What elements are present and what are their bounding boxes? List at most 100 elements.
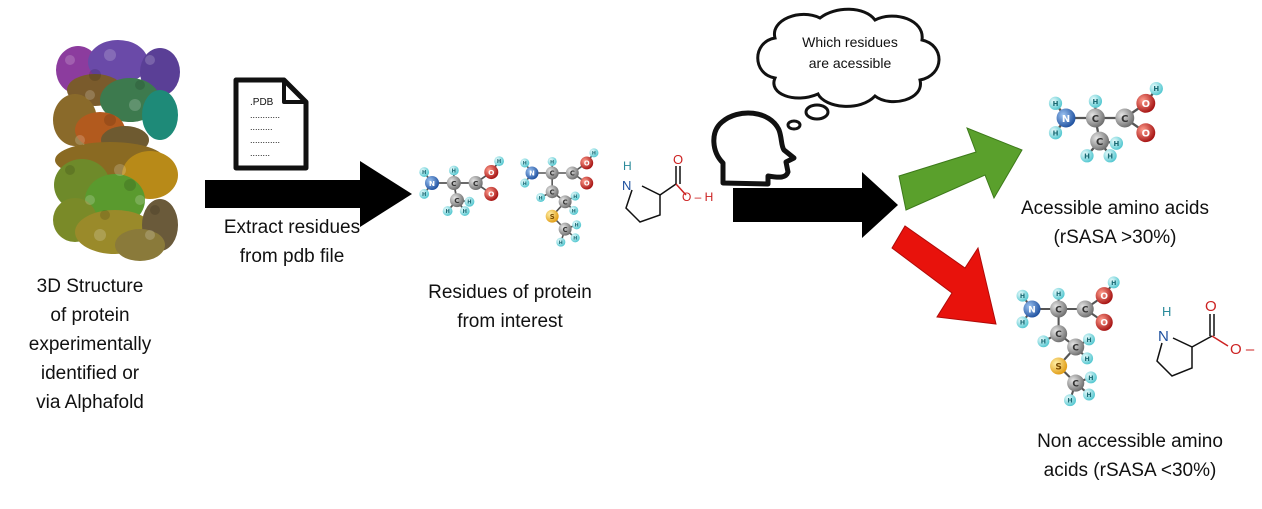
structure-caption-line: experimentally <box>28 334 152 355</box>
atom-C <box>446 175 461 191</box>
atom-label-H: H <box>523 161 527 167</box>
atom-label-H: H <box>573 236 577 242</box>
atom-label-H: H <box>463 209 467 215</box>
atom-label-C: C <box>550 170 555 178</box>
atom-label-H: H <box>1107 152 1113 160</box>
atom-O <box>1136 93 1156 113</box>
atom-H <box>1064 394 1076 407</box>
non-accessible-caption: Non accessible amino acids (rSASA <30%) <box>1005 427 1255 485</box>
proline-2-n: N <box>1158 328 1169 345</box>
atom-label-H: H <box>1053 129 1059 137</box>
atom-H <box>1048 126 1063 140</box>
atom-label-O: O <box>1100 292 1108 302</box>
residues-caption-line: Residues of protein <box>428 282 592 303</box>
atom-H <box>536 192 546 203</box>
atom-label-H: H <box>1041 339 1046 346</box>
atom-label-H: H <box>1084 356 1089 363</box>
atom-H <box>1048 96 1063 110</box>
atom-O <box>1095 287 1113 305</box>
atom-N <box>1056 108 1076 128</box>
pdb-file-dots-1: ............ <box>250 110 280 120</box>
atom-label-H: H <box>445 209 449 215</box>
atom-label-C: C <box>563 226 568 234</box>
atom-label-C: C <box>1082 305 1089 315</box>
atom-label-H: H <box>1153 85 1159 93</box>
atom-N <box>424 175 440 191</box>
atom-S <box>545 209 559 223</box>
pdb-file-dots-3: ............ <box>250 135 280 145</box>
atom-label-H: H <box>1086 337 1091 344</box>
atom-label-N: N <box>1028 305 1036 315</box>
atom-label-S: S <box>1055 362 1061 372</box>
atom-H <box>1080 149 1094 163</box>
proline-2-ominus: O – <box>1230 341 1255 358</box>
atom-label-N: N <box>1062 114 1070 125</box>
atom-label-S: S <box>550 213 555 221</box>
thought-bubble <box>756 7 941 131</box>
atom-S <box>1050 357 1068 375</box>
accessible-caption-line: Acessible amino acids <box>1021 198 1209 219</box>
atom-H <box>1016 316 1029 329</box>
atom-label-N: N <box>529 170 535 178</box>
atom-C <box>468 175 483 191</box>
atom-H <box>1149 81 1163 96</box>
atom-N <box>1023 300 1041 318</box>
atom-label-H: H <box>550 159 554 165</box>
atom-label-C: C <box>473 179 478 188</box>
atom-label-C: C <box>1096 137 1103 148</box>
atom-H <box>459 206 470 216</box>
atom-label-H: H <box>523 181 527 187</box>
atom-label-O: O <box>1142 99 1150 110</box>
atom-H <box>464 196 475 207</box>
atom-H <box>520 158 530 168</box>
atom-H <box>1083 388 1095 401</box>
atom-C <box>1090 131 1110 151</box>
non-accessible-caption-line: acids (rSASA <30%) <box>1043 460 1217 481</box>
atom-H <box>520 178 530 188</box>
atom-H <box>1103 149 1117 163</box>
atom-label-H: H <box>572 208 576 214</box>
atom-H <box>589 148 599 158</box>
atom-label-C: C <box>570 170 575 178</box>
atom-H <box>570 191 580 201</box>
atom-H <box>1081 352 1094 365</box>
classify-arrow <box>733 172 898 238</box>
atom-label-H: H <box>422 170 426 176</box>
atom-label-C: C <box>1121 114 1128 125</box>
atom-C <box>545 185 559 199</box>
pdb-file-dots-2: ......... <box>250 122 273 132</box>
atom-H <box>547 156 557 167</box>
atom-C <box>449 193 464 208</box>
accessible-caption-line: (rSASA >30%) <box>1053 227 1177 248</box>
atom-label-H: H <box>1088 375 1093 382</box>
atom-C <box>1067 374 1085 392</box>
accessible-arrow <box>898 127 1023 211</box>
atom-label-H: H <box>1084 152 1090 160</box>
atom-label-O: O <box>584 180 590 188</box>
thought-text-line: Which residues <box>802 34 898 50</box>
atom-O <box>484 165 499 180</box>
atom-label-H: H <box>539 195 543 201</box>
atom-H <box>556 237 566 247</box>
atom-C <box>558 222 572 236</box>
accessible-caption: Acessible amino acids (rSASA >30%) <box>990 194 1240 252</box>
structure-caption-line: identified or <box>40 363 140 384</box>
proline-2-o: O <box>1205 298 1217 315</box>
atom-C <box>1050 325 1068 343</box>
structure-caption-line: 3D Structure <box>36 276 144 297</box>
atom-H <box>569 205 579 215</box>
atom-label-C: C <box>550 188 555 196</box>
structure-caption-line: via Alphafold <box>36 392 144 413</box>
atom-C <box>1076 300 1094 318</box>
thought-text: Which residues are acessible <box>780 32 920 74</box>
residues-caption-line: from interest <box>457 311 563 332</box>
pdb-file-label: .PDB <box>250 97 274 108</box>
atom-C <box>1050 300 1068 318</box>
atom-H <box>1107 276 1120 289</box>
atom-N <box>525 166 539 180</box>
extract-caption: Extract residues from pdb file <box>202 213 382 271</box>
atom-H <box>1016 289 1029 302</box>
atom-label-O: O <box>1100 319 1108 329</box>
atom-label-H: H <box>559 240 563 246</box>
